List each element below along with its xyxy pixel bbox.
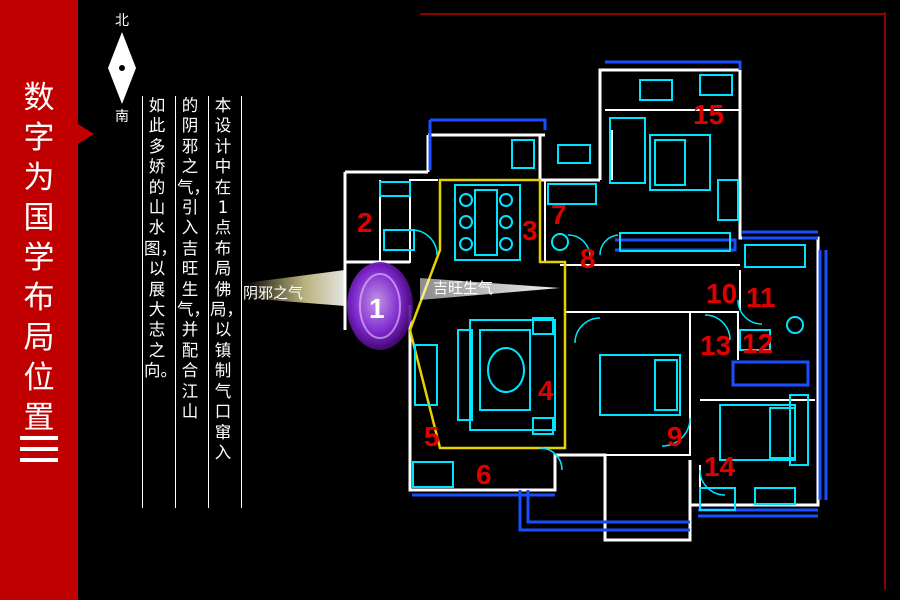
title-char: 布 [23, 280, 55, 316]
frame-line-top [420, 13, 886, 15]
marker-9: 9 [667, 421, 683, 452]
title-char: 学 [23, 240, 55, 276]
title-char: 字 [23, 120, 55, 156]
marker-5: 5 [424, 421, 440, 452]
marker-1: 1 [369, 293, 385, 324]
compass: 北 南 [102, 8, 142, 128]
flow-in-label: 阴邪之气 [243, 284, 303, 302]
sidebar: 数 字 为 国 学 布 局 位 置 [0, 0, 78, 600]
marker-3: 3 [522, 215, 538, 246]
title-char: 为 [23, 160, 55, 196]
energy-flow-in [245, 270, 345, 306]
door-swings [411, 229, 763, 496]
windows [412, 60, 828, 532]
energy-flow-out [420, 278, 560, 300]
marker-12: 12 [742, 328, 773, 359]
sidebar-title: 数 字 为 国 学 布 局 位 置 [18, 78, 60, 438]
fixtures [379, 74, 809, 511]
divider-line [208, 96, 209, 508]
buddha-orb-icon [347, 262, 413, 350]
marker-7: 7 [551, 199, 567, 230]
title-char: 数 [23, 80, 55, 116]
description-column-3: 如此多娇的山水图，以展大志之向。 [144, 96, 177, 381]
living-zone-outline [408, 178, 567, 450]
flow-out-label: 吉旺生气 [433, 279, 493, 297]
marker-2: 2 [357, 207, 373, 238]
title-decoration-bars [20, 436, 58, 469]
sidebar-pointer [78, 124, 94, 144]
marker-11: 11 [746, 282, 776, 313]
marker-14: 14 [704, 451, 736, 482]
title-char: 置 [23, 400, 55, 436]
divider-line [175, 96, 176, 508]
divider-line [241, 96, 242, 508]
divider-line [142, 96, 143, 508]
marker-15: 15 [693, 99, 724, 130]
marker-13: 13 [700, 330, 731, 361]
frame-line-right [884, 12, 886, 590]
title-char: 国 [23, 200, 55, 236]
marker-8: 8 [580, 243, 596, 274]
compass-north-label: 北 [115, 13, 129, 29]
orb-ring-icon [359, 273, 401, 339]
title-char: 局 [23, 320, 55, 356]
description-column-1: 本设计中在1点布局佛局，以镇制气口窜入 [210, 96, 243, 462]
compass-needle-icon [108, 32, 136, 104]
interior-walls [345, 109, 815, 500]
marker-4: 4 [538, 375, 554, 406]
description-column-2: 的阴邪之气，引入吉旺生气，并配合江山 [177, 96, 210, 422]
marker-10: 10 [706, 278, 737, 309]
marker-6: 6 [476, 459, 492, 490]
title-char: 位 [23, 360, 55, 396]
compass-south-label: 南 [115, 109, 129, 125]
